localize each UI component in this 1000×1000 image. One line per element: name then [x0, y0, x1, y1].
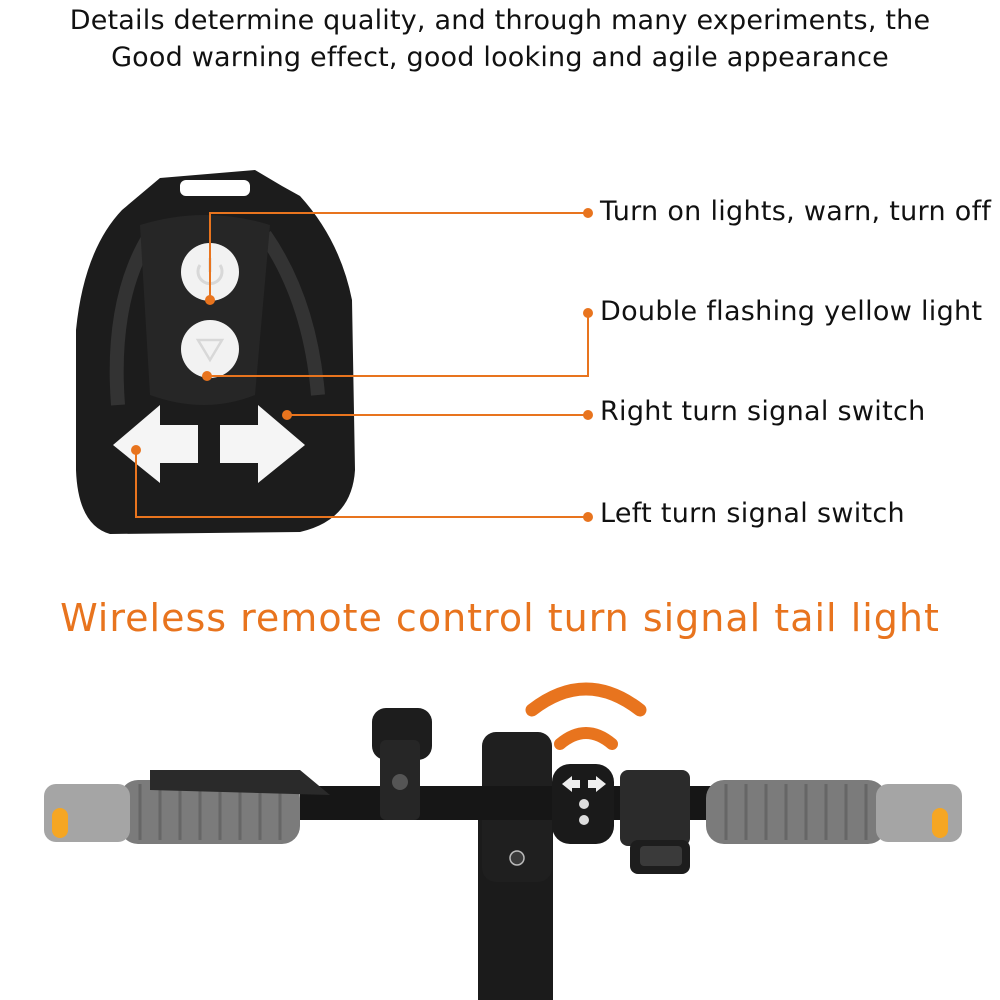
callout-right-turn: Right turn signal switch: [600, 396, 926, 427]
carbon-mount: [620, 770, 690, 846]
left-indicator-light: [52, 808, 68, 838]
right-indicator-light: [932, 808, 948, 838]
wireless-signal-icon: [525, 682, 647, 750]
intro-text: Details determine quality, and through m…: [0, 2, 1000, 76]
headline: Wireless remote control turn signal tail…: [60, 596, 940, 640]
intro-line-2: Good warning effect, good looking and ag…: [111, 42, 889, 73]
right-grip: [706, 780, 886, 844]
triangle-warning-icon: [195, 338, 225, 363]
arrow-right-icon[interactable]: [220, 405, 305, 483]
intro-line-1: Details determine quality, and through m…: [69, 5, 931, 36]
left-grip: [120, 780, 300, 844]
remote-control: [76, 170, 355, 534]
display-power-icon: [509, 850, 525, 866]
callout-hazard: Double flashing yellow light: [600, 296, 983, 327]
callout-power: Turn on lights, warn, turn off: [600, 196, 992, 227]
callout-dots: [131, 208, 593, 522]
lanyard-hole: [180, 180, 250, 196]
arrow-left-icon[interactable]: [113, 405, 198, 483]
callout-left-turn: Left turn signal switch: [600, 498, 905, 529]
hazard-button[interactable]: [181, 320, 239, 378]
scooter-handlebar: [44, 708, 962, 1000]
callout-lines: [135, 212, 589, 518]
